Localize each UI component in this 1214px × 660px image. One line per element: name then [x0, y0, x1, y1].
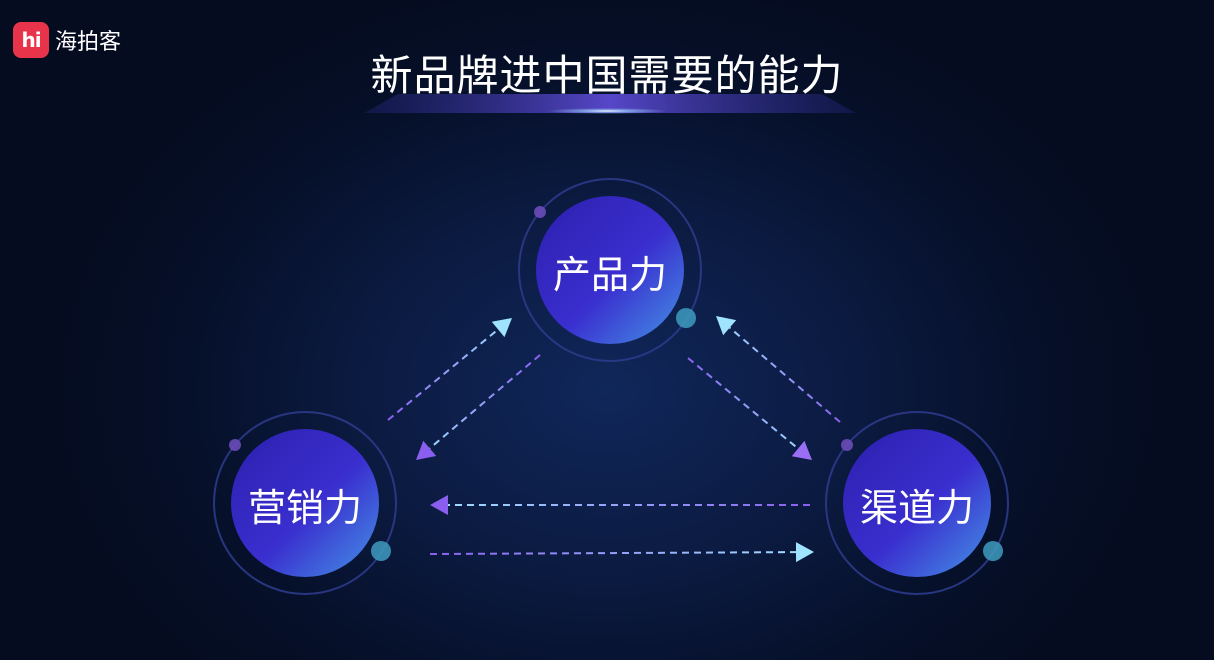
node-outer-ring	[518, 178, 702, 362]
arrow-product-to-marketing	[416, 354, 541, 460]
arrow-head	[416, 440, 437, 460]
brand-logo-mark: hi	[13, 22, 49, 58]
brand-name: 海拍客	[55, 30, 122, 55]
orbit-dot-purple	[534, 206, 546, 218]
arrow-head	[430, 495, 448, 515]
node-disc	[843, 429, 991, 577]
node-outer-ring	[213, 411, 397, 595]
arrow-channel-to-marketing	[430, 495, 810, 515]
orbit-dot-purple	[229, 439, 241, 451]
orbit-dot-purple	[841, 439, 853, 451]
node-channel	[825, 411, 1009, 595]
arrow-marketing-to-channel	[429, 542, 814, 563]
title-underline-decoration	[364, 94, 856, 114]
arrow-head	[716, 316, 737, 336]
arrow-channel-to-product	[716, 316, 841, 423]
orbit-dot-teal	[676, 308, 696, 328]
node-label-channel: 渠道力	[859, 486, 974, 530]
node-disc	[231, 429, 379, 577]
node-product	[518, 178, 702, 362]
node-label-product: 产品力	[552, 253, 667, 297]
arrow-marketing-to-product	[387, 318, 512, 421]
brand-logo: hi 海拍客	[13, 22, 121, 58]
arrow-product-to-channel	[687, 357, 812, 460]
node-disc	[536, 196, 684, 344]
node-marketing	[213, 411, 397, 595]
arrow-shaft	[429, 551, 797, 555]
arrow-shaft	[429, 354, 541, 450]
arrow-shaft	[729, 326, 841, 423]
arrow-head	[791, 440, 812, 460]
node-label-marketing: 营销力	[247, 486, 362, 530]
page-title: 新品牌进中国需要的能力	[370, 51, 844, 100]
orbit-dot-teal	[983, 541, 1003, 561]
node-outer-ring	[825, 411, 1009, 595]
orbit-dot-teal	[371, 541, 391, 561]
arrow-head	[795, 542, 814, 563]
arrow-shaft	[387, 328, 499, 421]
arrow-head	[491, 318, 512, 338]
